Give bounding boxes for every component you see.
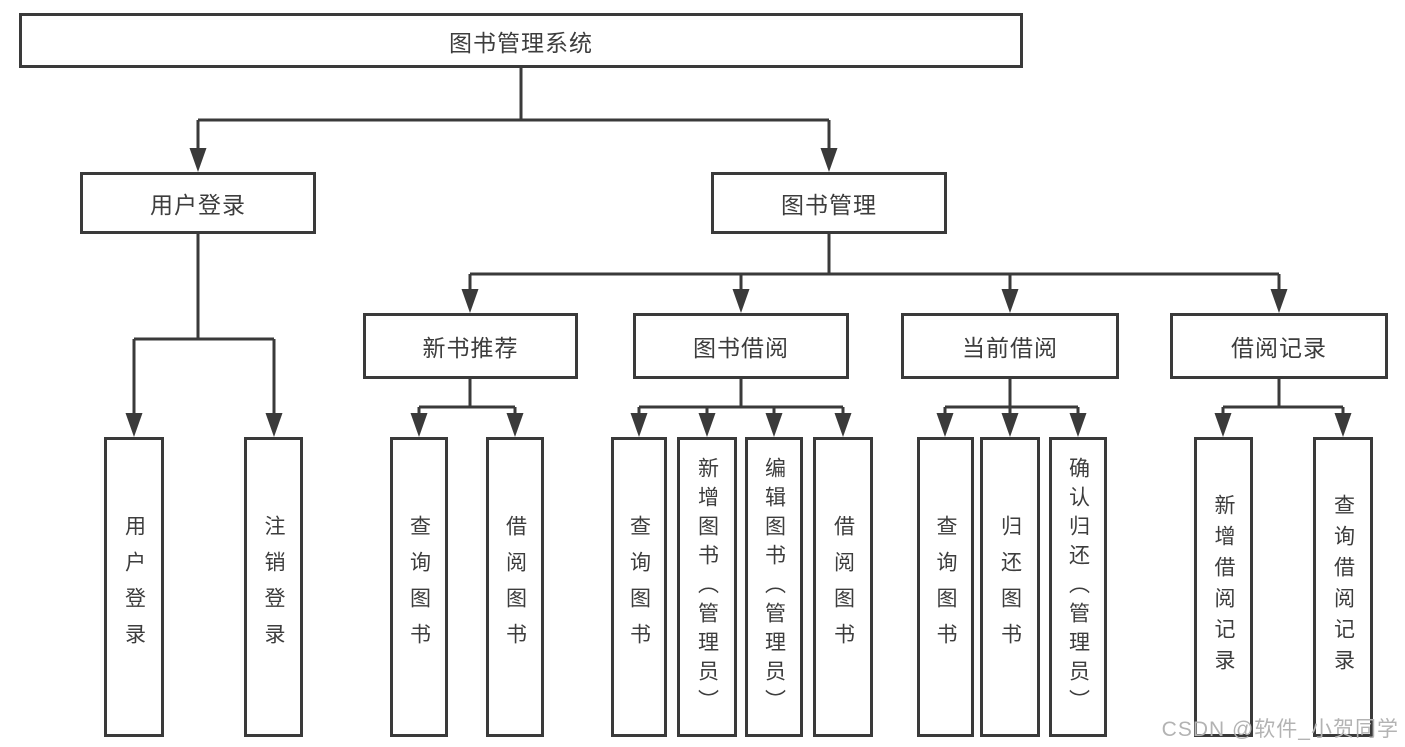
node-label: 图书管理系统 xyxy=(449,29,593,56)
node-new-book-recommendation: 新书推荐 xyxy=(363,313,578,379)
node-label: 当前借阅 xyxy=(962,335,1058,361)
node-label: 新增借阅记录 xyxy=(1212,494,1235,680)
node-leaf-borrow-books-rec: 借阅图书 xyxy=(486,437,544,737)
node-leaf-query-books-current: 查询图书 xyxy=(917,437,974,737)
node-label: 用户登录 xyxy=(150,192,246,218)
node-label: 确认归还（管理员） xyxy=(1066,456,1090,718)
node-label: 新书推荐 xyxy=(422,335,519,361)
node-label: 查询图书 xyxy=(627,515,651,659)
node-leaf-query-books-rec: 查询图书 xyxy=(390,437,448,737)
node-leaf-logout: 注销登录 xyxy=(244,437,303,737)
node-leaf-query-books-borrow: 查询图书 xyxy=(611,437,667,737)
node-book-borrowing: 图书借阅 xyxy=(633,313,849,379)
node-label: 新增图书（管理员） xyxy=(695,456,719,718)
node-label: 归还图书 xyxy=(998,515,1022,659)
node-leaf-return-books: 归还图书 xyxy=(980,437,1040,737)
node-label: 查询借阅记录 xyxy=(1331,494,1355,680)
node-label: 查询图书 xyxy=(934,515,957,659)
node-label: 借阅图书 xyxy=(503,515,527,659)
node-leaf-confirm-return-admin: 确认归还（管理员） xyxy=(1049,437,1107,737)
node-borrowing-records: 借阅记录 xyxy=(1170,313,1388,379)
node-label: 注销登录 xyxy=(262,515,285,659)
node-leaf-edit-books-admin: 编辑图书（管理员） xyxy=(745,437,803,737)
node-library-management-system: 图书管理系统 xyxy=(19,13,1023,68)
node-leaf-borrow-books: 借阅图书 xyxy=(813,437,873,737)
node-leaf-add-borrow-record: 新增借阅记录 xyxy=(1194,437,1253,737)
node-label: 图书借阅 xyxy=(693,335,789,361)
node-label: 编辑图书（管理员） xyxy=(762,456,786,718)
node-current-borrowing: 当前借阅 xyxy=(901,313,1119,379)
node-user-login: 用户登录 xyxy=(80,172,316,234)
node-leaf-user-login: 用户登录 xyxy=(104,437,164,737)
node-label: 用户登录 xyxy=(122,515,146,659)
node-label: 借阅图书 xyxy=(831,515,855,659)
node-label: 查询图书 xyxy=(407,515,431,659)
node-book-management: 图书管理 xyxy=(711,172,947,234)
node-label: 图书管理 xyxy=(781,192,877,218)
node-leaf-query-borrow-record: 查询借阅记录 xyxy=(1313,437,1373,737)
node-label: 借阅记录 xyxy=(1231,335,1327,361)
csdn-watermark: CSDN @软件_小贺同学 xyxy=(1161,718,1399,741)
node-leaf-add-books-admin: 新增图书（管理员） xyxy=(677,437,737,737)
